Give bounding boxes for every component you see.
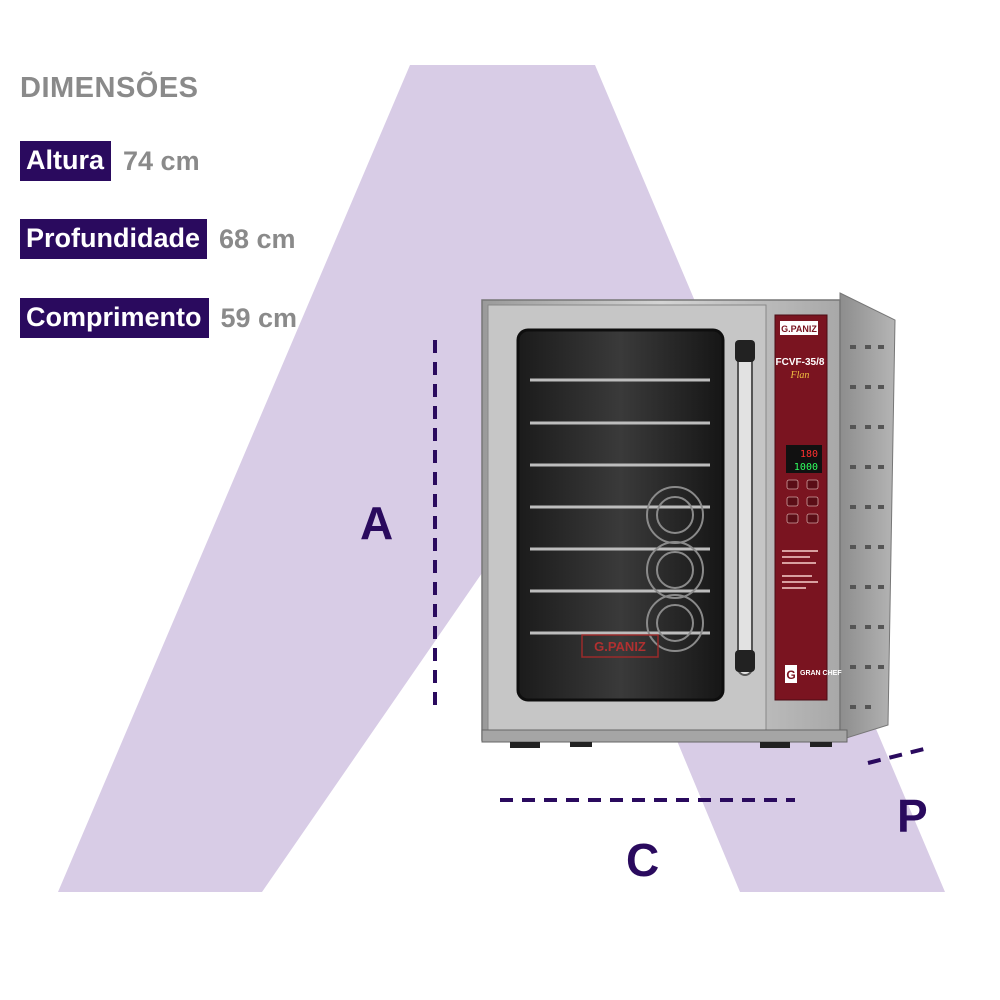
panel-brand-bottom: GRAN CHEF bbox=[800, 670, 842, 677]
dimension-label: Altura bbox=[20, 141, 112, 181]
dimension-label: Comprimento bbox=[20, 298, 209, 338]
axis-letter-depth: P bbox=[897, 790, 928, 842]
axis-letter-height: A bbox=[360, 497, 394, 549]
door-brand-text: G.PANIZ bbox=[594, 639, 646, 654]
axis-letter-length: C bbox=[626, 834, 660, 886]
panel-brand-top: G.PANIZ bbox=[781, 324, 817, 334]
dimension-label: Profundidade bbox=[20, 219, 207, 259]
dimension-value: 68 cm bbox=[219, 223, 296, 254]
dimension-value: 74 cm bbox=[123, 145, 200, 176]
dimension-value: 59 cm bbox=[220, 302, 298, 333]
model-label: FCVF-35/8 bbox=[776, 357, 825, 368]
display-temperature: 180 bbox=[800, 449, 818, 460]
dimension-row-length: Comprimento 59 cm bbox=[20, 297, 297, 339]
page-title: DIMENSÕES bbox=[20, 72, 199, 104]
model-sub-label: Flan bbox=[790, 370, 810, 381]
dimension-row-height: Altura 74 cm bbox=[20, 140, 200, 182]
oven-illustration: G.PANIZ G.PANIZ FCVF-35/8 Flan 180 1000 … bbox=[481, 292, 896, 748]
dimension-row-depth: Profundidade 68 cm bbox=[20, 218, 296, 260]
svg-text:G: G bbox=[786, 668, 795, 682]
display-time: 1000 bbox=[794, 462, 818, 473]
